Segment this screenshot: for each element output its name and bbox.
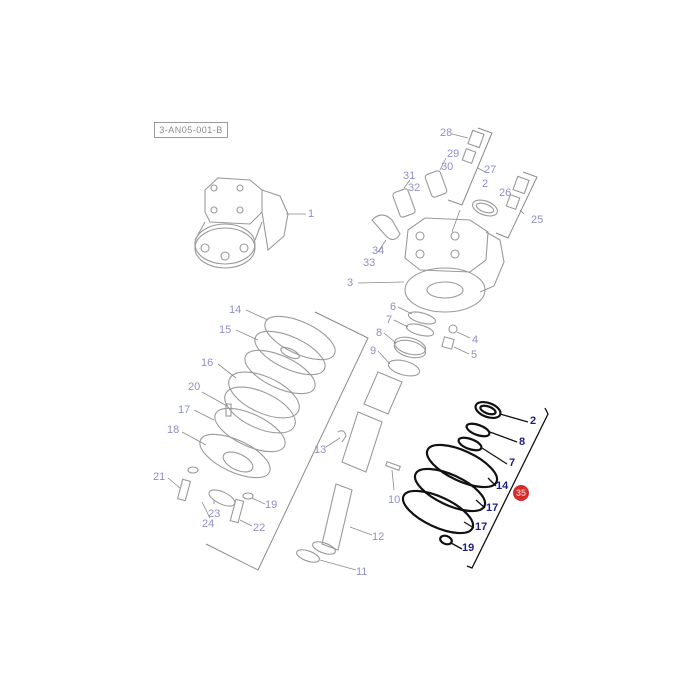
callout-34: 34 xyxy=(372,245,385,257)
callout-26: 26 xyxy=(499,187,512,199)
kit-callout-14: 14 xyxy=(496,480,509,492)
callout-20: 20 xyxy=(188,381,201,393)
callout-13: 13 xyxy=(314,444,327,456)
kit-callout-17b: 17 xyxy=(475,521,488,533)
callout-17: 17 xyxy=(178,404,191,416)
part-steering-unit-assembled xyxy=(194,177,306,269)
callout-28: 28 xyxy=(440,127,453,139)
seal-kit-group xyxy=(401,400,549,569)
callout-10: 10 xyxy=(388,494,401,506)
kit-callout-7: 7 xyxy=(509,457,516,469)
callout-25: 25 xyxy=(531,214,544,226)
kit-callout-2: 2 xyxy=(530,415,537,427)
callout-19: 19 xyxy=(265,499,278,511)
callout-29: 29 xyxy=(447,148,460,160)
callout-11: 11 xyxy=(356,566,368,578)
callout-5: 5 xyxy=(471,349,478,361)
callout-24: 24 xyxy=(202,518,215,530)
callout-12: 12 xyxy=(372,531,385,543)
seal-kit-badge: 35 xyxy=(513,485,529,501)
kit-callout-8: 8 xyxy=(519,436,526,448)
callout-9: 9 xyxy=(370,345,377,357)
callout-32: 32 xyxy=(408,182,421,194)
part-valve-cartridges xyxy=(371,157,448,253)
part-housing xyxy=(357,217,505,313)
callout-27: 27 xyxy=(484,164,497,176)
callout-18: 18 xyxy=(167,424,180,436)
part-rotor-stack xyxy=(167,309,369,571)
callout-7: 7 xyxy=(386,314,393,326)
callout-3: 3 xyxy=(347,277,354,289)
callout-1: 1 xyxy=(308,208,315,220)
kit-callout-17a: 17 xyxy=(486,502,499,514)
callout-15: 15 xyxy=(219,324,232,336)
callout-4: 4 xyxy=(472,334,479,346)
callout-2: 2 xyxy=(482,178,489,190)
part-spring-stacks xyxy=(447,127,538,239)
callout-16: 16 xyxy=(201,357,214,369)
kit-callout-19: 19 xyxy=(462,542,475,554)
part-rings-and-springs xyxy=(377,306,471,377)
callout-8: 8 xyxy=(376,327,383,339)
callout-22: 22 xyxy=(253,522,266,534)
callout-31: 31 xyxy=(403,170,416,182)
callout-21: 21 xyxy=(153,471,166,483)
part-spool-sleeve-shaft xyxy=(296,371,403,571)
callout-14: 14 xyxy=(229,304,242,316)
callout-6: 6 xyxy=(390,301,397,313)
callout-33: 33 xyxy=(363,257,376,269)
diagram-reference-code: 3-AN05-001-B xyxy=(154,122,228,138)
callout-30: 30 xyxy=(441,161,454,173)
callout-23: 23 xyxy=(208,508,221,520)
